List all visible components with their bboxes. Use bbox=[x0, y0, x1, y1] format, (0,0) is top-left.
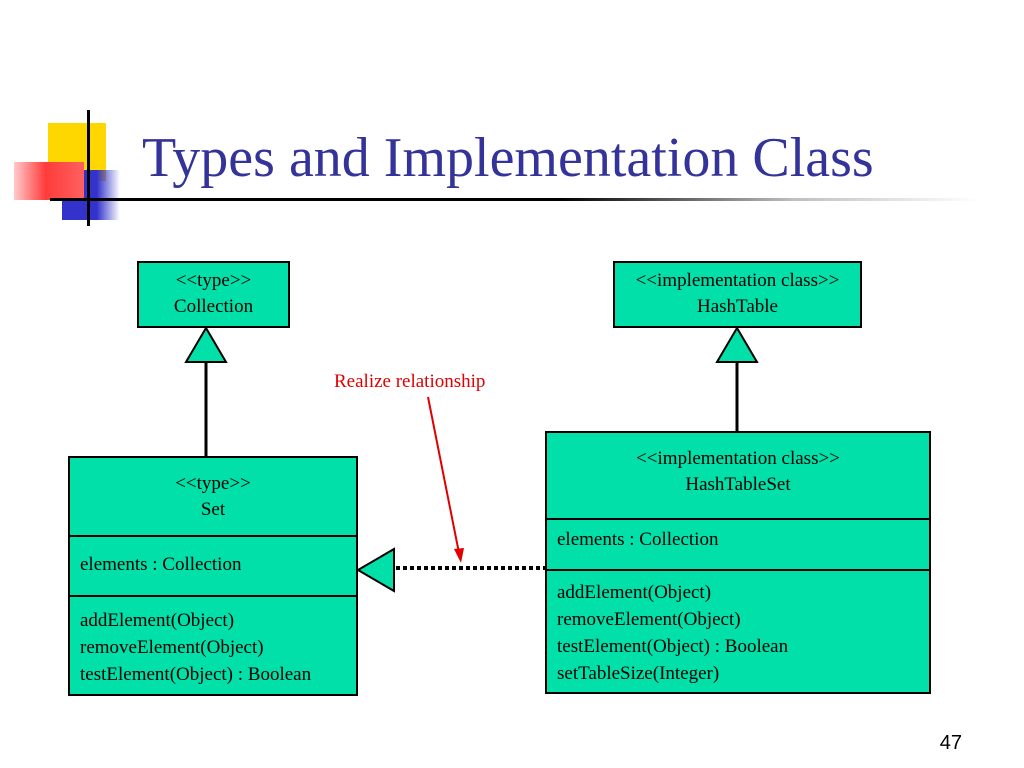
slide-title: Types and Implementation Class bbox=[142, 127, 874, 189]
collection-type-box: <<type>> Collection bbox=[137, 261, 290, 328]
hashtableset-attribute: elements : Collection bbox=[557, 529, 719, 550]
hashtableset-name: HashTableSet bbox=[685, 474, 791, 495]
hashtable-name: HashTable bbox=[697, 296, 778, 317]
hashtableset-operations: addElement(Object) removeElement(Object)… bbox=[547, 569, 929, 691]
set-stereotype: <<type>> bbox=[175, 473, 251, 494]
hashtableset-operation: addElement(Object) bbox=[557, 582, 712, 603]
hashtableset-class-box: <<implementation class>> HashTableSet el… bbox=[545, 431, 931, 694]
hashtable-class-box: <<implementation class>> HashTable bbox=[613, 261, 862, 328]
annotation-pointer-line bbox=[427, 396, 460, 554]
hashtableset-attributes: elements : Collection bbox=[547, 518, 929, 569]
hashtableset-operation: setTableSize(Integer) bbox=[557, 663, 720, 684]
set-operations: addElement(Object) removeElement(Object)… bbox=[70, 595, 356, 692]
set-operation: removeElement(Object) bbox=[80, 637, 264, 658]
decor-red-square bbox=[14, 162, 84, 200]
hashtable-stereotype: <<implementation class>> bbox=[635, 270, 840, 291]
realize-arrowhead bbox=[356, 547, 395, 593]
hashtable-generalization-arrowhead bbox=[715, 326, 759, 363]
set-type-box: <<type>> Set elements : Collection addEl… bbox=[68, 456, 358, 696]
hashtableset-operation: testElement(Object) : Boolean bbox=[557, 636, 789, 657]
realize-relationship-label: Realize relationship bbox=[334, 371, 486, 392]
set-operation: testElement(Object) : Boolean bbox=[80, 664, 312, 685]
decor-vertical-bar bbox=[87, 110, 90, 226]
hashtableset-header: <<implementation class>> HashTableSet bbox=[547, 433, 929, 518]
collection-generalization-arrowhead bbox=[184, 326, 228, 363]
set-name: Set bbox=[200, 499, 226, 520]
set-header: <<type>> Set bbox=[70, 458, 356, 535]
set-attributes: elements : Collection bbox=[70, 535, 356, 595]
set-attribute: elements : Collection bbox=[80, 554, 242, 575]
collection-stereotype: <<type>> bbox=[175, 270, 252, 291]
set-operation: addElement(Object) bbox=[80, 610, 235, 631]
annotation-pointer-arrowhead bbox=[454, 548, 464, 563]
collection-name: Collection bbox=[173, 296, 254, 317]
title-underline bbox=[50, 198, 980, 201]
page-number: 47 bbox=[939, 732, 962, 754]
hashtableset-operation: removeElement(Object) bbox=[557, 609, 741, 630]
hashtableset-stereotype: <<implementation class>> bbox=[636, 448, 840, 469]
